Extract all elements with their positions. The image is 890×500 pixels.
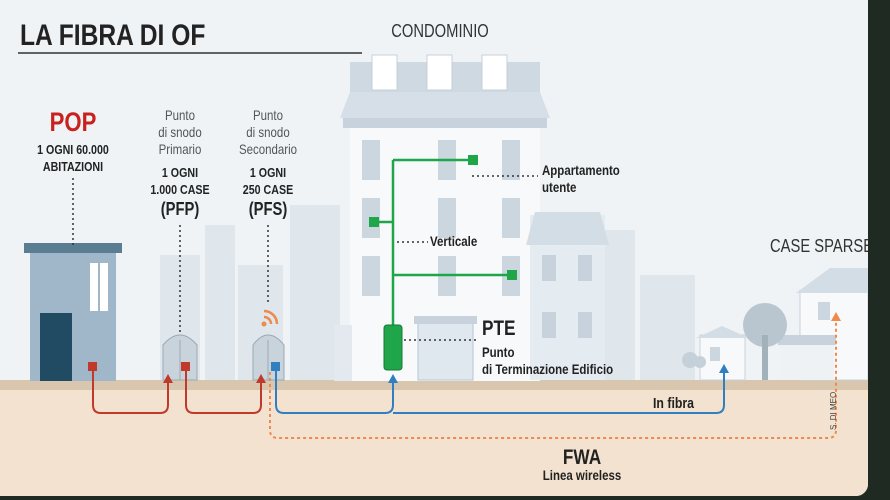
verticale-label: Verticale xyxy=(430,233,478,249)
pop-port xyxy=(88,362,97,371)
wifi-icon xyxy=(261,309,279,327)
diagram-panel: LA FIBRA DI OF CONDOMINIO POP 1 OGNI 60.… xyxy=(0,0,868,496)
pte-desc-line1: Punto xyxy=(482,344,515,360)
pte-label: PTE xyxy=(482,317,516,340)
in-fibra-label: In fibra xyxy=(653,395,695,412)
apartment-nodes xyxy=(369,155,517,280)
fwa-label: FWA xyxy=(562,446,602,469)
case-sparse-houses xyxy=(682,268,868,381)
pfp-cabinet xyxy=(162,334,198,381)
pfp-count-line2: 1.000 CASE xyxy=(150,182,210,197)
verticale-riser xyxy=(378,158,510,328)
pfp-abbr: (PFP) xyxy=(160,199,200,219)
pop-label: POP xyxy=(49,107,97,137)
page-title: LA FIBRA DI OF xyxy=(20,19,206,52)
condominio-building xyxy=(334,54,550,381)
pfs-count-line2: 250 CASE xyxy=(242,182,294,197)
pfs-abbr: (PFS) xyxy=(248,199,288,219)
pop-count-line1: 1 OGNI 60.000 xyxy=(37,142,109,157)
pfp-port xyxy=(181,362,190,371)
fwa-sub-label: Linea wireless xyxy=(542,467,622,483)
diagram-graphic xyxy=(0,52,868,496)
pop-count-line2: ABITAZIONI xyxy=(42,159,104,174)
side-building xyxy=(526,212,609,380)
pfs-cabinet xyxy=(252,334,285,381)
pfs-desc-line2: di snodo xyxy=(246,124,290,140)
appartamento-label-line2: utente xyxy=(542,179,577,195)
pfs-desc-line1: Punto xyxy=(252,107,284,123)
pfp-desc-line1: Punto xyxy=(164,107,196,123)
pte-box xyxy=(383,324,403,371)
fwa-arrowhead xyxy=(831,312,841,321)
ground-line xyxy=(0,380,868,390)
condominio-label: CONDOMINIO xyxy=(391,21,489,41)
credit-label: S. DI MEO xyxy=(829,391,838,430)
fiber-red-path xyxy=(92,370,266,414)
pfs-count-line1: 1 OGNI xyxy=(249,165,287,180)
pte-desc-line2: di Terminazione Edificio xyxy=(482,361,614,377)
pop-building xyxy=(24,243,122,381)
pfs-desc-line3: Secondario xyxy=(238,141,298,157)
pfp-desc-line2: di snodo xyxy=(158,124,202,140)
fiber-blue-path xyxy=(275,364,729,414)
pfs-port xyxy=(271,362,280,371)
case-sparse-label: CASE SPARSE xyxy=(770,236,868,256)
pfp-desc-line3: Primario xyxy=(158,141,202,157)
pfp-count-line1: 1 OGNI xyxy=(161,165,199,180)
fwa-wireless-path xyxy=(269,318,837,439)
appartamento-label-line1: Appartamento xyxy=(542,162,620,178)
